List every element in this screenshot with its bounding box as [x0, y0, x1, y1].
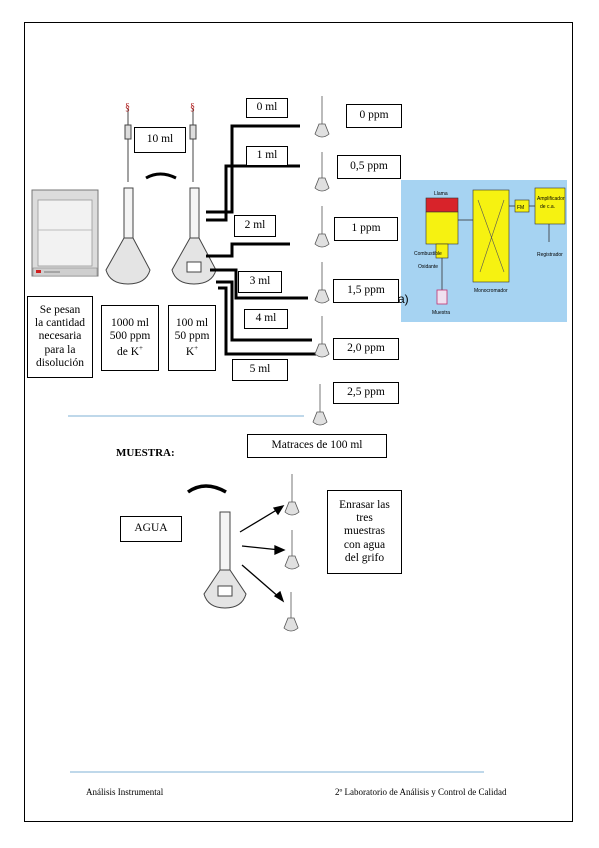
svg-text:de c.a.: de c.a.: [540, 204, 555, 210]
volume-box: 2 ml: [234, 215, 276, 237]
transfer-volume-box: 10 ml: [134, 127, 186, 153]
concentration-box: 1,5 ppm: [333, 279, 399, 303]
distribution-lines: [206, 124, 316, 356]
pour-arrow-icon: [186, 484, 227, 494]
transfer-volume-label: 10 ml: [146, 133, 174, 146]
svg-text:Combustible: Combustible: [414, 251, 442, 257]
standard-flask-icons: [312, 96, 330, 426]
volume-box: 4 ml: [244, 309, 288, 329]
sample-flask-icon: [203, 511, 247, 609]
volume-box: 1 ml: [246, 146, 288, 166]
volume-box: 5 ml: [232, 359, 288, 381]
volume-box: 3 ml: [238, 271, 282, 293]
weigh-note-box: Se pesan la cantidad necesaria para la d…: [27, 296, 93, 378]
working-flask-icon: [171, 187, 217, 285]
volume-box: 0 ml: [246, 98, 288, 118]
pipette-icon-left: [124, 108, 132, 182]
footer-left: Análisis Instrumental: [86, 787, 164, 797]
sample-arrows: [239, 505, 286, 603]
water-box: AGUA: [120, 516, 182, 542]
balance-cabinet-icon: [31, 189, 99, 277]
svg-text:FM: FM: [517, 205, 524, 211]
concentration-box: 1 ppm: [334, 217, 398, 241]
svg-text:Monocromador: Monocromador: [474, 288, 508, 294]
concentration-box: 2,0 ppm: [333, 338, 399, 360]
svg-text:Amplificador: Amplificador: [537, 196, 565, 202]
page-frame: [24, 22, 573, 822]
concentration-box: 0 ppm: [346, 104, 402, 128]
working-solution-box: 100 ml 50 ppm K+: [168, 305, 216, 371]
svg-text:§: §: [190, 102, 195, 113]
svg-text:§: §: [125, 102, 130, 113]
footer-right: 2º Laboratorio de Análisis y Control de …: [335, 787, 507, 797]
transfer-arrow-icon: [145, 172, 177, 180]
concentration-box: 0,5 ppm: [337, 155, 401, 179]
svg-text:Llama: Llama: [434, 191, 448, 197]
make-up-note-box: Enrasar las tres muestras con agua del g…: [327, 490, 402, 574]
instrument-label: a): [398, 292, 409, 306]
svg-text:Registrador: Registrador: [537, 252, 563, 258]
stock-solution-box: 1000 ml 500 ppm de K+: [101, 305, 159, 371]
sample-flask-small-icons: [283, 474, 300, 632]
concentration-box: 2,5 ppm: [333, 382, 399, 404]
flask-title-box: Matraces de 100 ml: [247, 434, 387, 458]
stock-flask-icon: [105, 187, 151, 285]
sample-heading: MUESTRA:: [116, 447, 175, 459]
svg-text:Oxidante: Oxidante: [418, 264, 438, 270]
pipette-icon-right: [189, 108, 197, 182]
instrument-schematic-image: Llama Combustible Oxidante Muestra Monoc…: [401, 180, 567, 322]
svg-text:Muestra: Muestra: [432, 310, 450, 316]
